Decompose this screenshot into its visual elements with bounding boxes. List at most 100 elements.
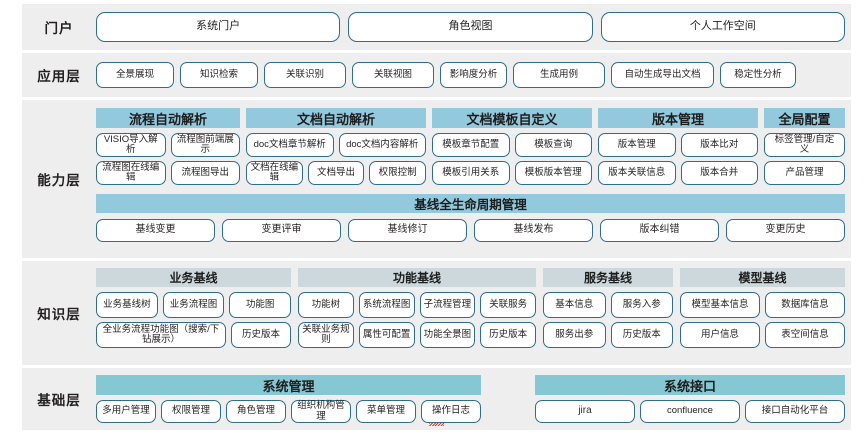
application-item-row: 全景展现 知识检索 关联识别 关联视图 影响度分析 生成用例 自动生成导出文档 …	[96, 62, 845, 88]
know-item-history-version-function[interactable]: 历史版本	[480, 322, 536, 348]
knowledge-group-row: 业务基线 业务基线树 业务流程图 功能图 全业务流程功能图（搜索/下 钻展示） …	[96, 261, 845, 348]
layer-label-portal: 门户	[44, 21, 74, 36]
base-item-multi-user-mgmt[interactable]: 多用户管理	[96, 400, 156, 423]
base-item-org-structure-mgmt[interactable]: 组织机构管理	[291, 400, 351, 423]
know-item-full-business-flow-function-chart[interactable]: 全业务流程功能图（搜索/下 钻展示）	[96, 322, 226, 348]
know-item-tablespace-info[interactable]: 表空间信息	[765, 322, 845, 348]
foundation-group-system-interface: 系统接口 jira confluence 接口自动化平台	[429, 375, 845, 426]
portal-item-role-view[interactable]: 角色视图	[348, 12, 593, 42]
group-header-process-parse: 流程自动解析	[96, 108, 240, 128]
layer-label-knowledge: 知识层	[37, 307, 81, 322]
capability-group-version-mgmt: 版本管理 版本管理 版本比对 版本关联信息 版本合并	[598, 108, 758, 185]
know-item-attribute-configurable[interactable]: 属性可配置	[358, 322, 415, 348]
app-item-relation-view[interactable]: 关联视图	[352, 62, 434, 88]
layer-band-portal: 门户 系统门户 角色视图 个人工作空间	[22, 4, 851, 50]
base-item-role-mgmt[interactable]: 角色管理	[226, 400, 286, 423]
layer-body-application: 全景展现 知识检索 关联识别 关联视图 影响度分析 生成用例 自动生成导出文档 …	[96, 62, 851, 88]
app-item-impact-analysis[interactable]: 影响度分析	[440, 62, 507, 88]
cap-item-product-management[interactable]: 产品管理	[764, 161, 845, 185]
base-item-permission-mgmt[interactable]: 权限管理	[161, 400, 221, 423]
portal-item-system-portal[interactable]: 系统门户	[96, 12, 341, 42]
cap-item-template-chapter-config[interactable]: 模板章节配置	[432, 133, 510, 157]
know-item-database-info[interactable]: 数据库信息	[765, 292, 845, 318]
cap-item-template-version-mgmt[interactable]: 模板版本管理	[514, 161, 592, 185]
layer-band-capability: 能力层 流程自动解析 VISIO导入解析 流程图前端展 示 流程图在线编辑	[22, 100, 851, 258]
lifecycle-item-change-history[interactable]: 变更历史	[726, 219, 845, 242]
lifecycle-item-version-correction[interactable]: 版本纠错	[600, 219, 719, 242]
capability-group-doc-parse: 文档自动解析 doc文档章节解析 doc文档内容解析 文档在线编辑 文档导出 权…	[246, 108, 427, 185]
lifecycle-item-baseline-change[interactable]: 基线变更	[96, 219, 215, 242]
base-item-confluence[interactable]: confluence	[640, 400, 740, 423]
cap-item-version-merge[interactable]: 版本合并	[680, 161, 758, 185]
group-header-service-baseline: 服务基线	[543, 268, 673, 287]
cap-item-permission-control[interactable]: 权限控制	[369, 161, 427, 185]
group-header-model-baseline: 模型基线	[680, 268, 845, 287]
know-item-function-tree[interactable]: 功能树	[298, 292, 354, 318]
know-item-history-version-service[interactable]: 历史版本	[610, 322, 673, 348]
app-item-stability-analysis[interactable]: 稳定性分析	[720, 62, 796, 88]
layer-band-application: 应用层 全景展现 知识检索 关联识别 关联视图 影响度分析 生成用例 自动生成导…	[22, 53, 851, 97]
lifecycle-item-baseline-release[interactable]: 基线发布	[474, 219, 593, 242]
layer-label-application: 应用层	[37, 69, 81, 84]
group-header-baseline-lifecycle: 基线全生命周期管理	[96, 194, 845, 213]
know-item-function-panorama[interactable]: 功能全景图	[419, 322, 476, 348]
cap-item-doc-export[interactable]: 文档导出	[307, 161, 365, 185]
cap-item-doc-content-parse[interactable]: doc文档内容解析	[338, 133, 426, 157]
group-header-function-baseline: 功能基线	[298, 268, 536, 287]
cap-item-flowchart-export[interactable]: 流程图导出	[170, 161, 240, 185]
layer-body-knowledge: 业务基线 业务基线树 业务流程图 功能图 全业务流程功能图（搜索/下 钻展示） …	[96, 261, 851, 365]
cap-item-template-query[interactable]: 模板查询	[514, 133, 592, 157]
know-item-model-basic-info[interactable]: 模型基本信息	[680, 292, 760, 318]
group-header-global-config: 全局配置	[764, 108, 845, 128]
know-item-related-service[interactable]: 关联服务	[480, 292, 536, 318]
capability-group-global-config: 全局配置 标签管理/自定 义 产品管理	[764, 108, 845, 185]
know-item-function-chart[interactable]: 功能图	[229, 292, 292, 318]
capability-group-doc-template: 文档模板自定义 模板章节配置 模板查询 模板引用关系 模板版本管理	[432, 108, 592, 185]
layer-body-capability: 流程自动解析 VISIO导入解析 流程图前端展 示 流程图在线编辑 流程图导出	[96, 100, 851, 258]
base-item-operation-log[interactable]: 操作日志	[421, 400, 481, 423]
layer-label-foundation: 基础层	[37, 393, 81, 408]
cap-item-version-management[interactable]: 版本管理	[598, 133, 676, 157]
knowledge-group-business-baseline: 业务基线 业务基线树 业务流程图 功能图 全业务流程功能图（搜索/下 钻展示） …	[96, 268, 292, 348]
capability-group-row: 流程自动解析 VISIO导入解析 流程图前端展 示 流程图在线编辑 流程图导出	[96, 108, 845, 185]
know-item-service-output-param[interactable]: 服务出参	[543, 322, 606, 348]
cap-item-template-reference-relation[interactable]: 模板引用关系	[432, 161, 510, 185]
knowledge-group-model-baseline: 模型基线 模型基本信息 数据库信息 用户信息 表空间信息	[680, 268, 845, 348]
foundation-spacer	[481, 375, 535, 423]
app-item-knowledge-search[interactable]: 知识检索	[180, 62, 258, 88]
app-item-panorama[interactable]: 全景展现	[96, 62, 174, 88]
layer-band-knowledge: 知识层 业务基线 业务基线树 业务流程图 功能图 全业务流程功能图（搜索/下 钻…	[22, 261, 851, 365]
layer-body-foundation: 系统管理 多用户管理 权限管理 角色管理 组织机构管理 菜单管理 操作日志 系统…	[96, 368, 851, 430]
layer-body-portal: 系统门户 角色视图 个人工作空间	[96, 12, 851, 42]
know-item-service-input-param[interactable]: 服务入参	[610, 292, 673, 318]
cap-item-doc-chapter-parse[interactable]: doc文档章节解析	[246, 133, 334, 157]
cap-item-doc-online-edit[interactable]: 文档在线编辑	[246, 161, 303, 185]
cap-item-visio-import-parse[interactable]: VISIO导入解析	[96, 133, 166, 157]
capability-group-process-parse: 流程自动解析 VISIO导入解析 流程图前端展 示 流程图在线编辑 流程图导出	[96, 108, 240, 185]
group-header-version-mgmt: 版本管理	[598, 108, 758, 128]
know-item-history-version-business[interactable]: 历史版本	[231, 322, 291, 348]
portal-item-personal-workspace[interactable]: 个人工作空间	[600, 12, 845, 42]
cap-item-tag-mgmt-custom[interactable]: 标签管理/自定 义	[764, 133, 845, 157]
know-item-service-basic-info[interactable]: 基本信息	[543, 292, 606, 318]
app-item-auto-export-doc[interactable]: 自动生成导出文档	[611, 62, 714, 88]
cap-item-version-relation-info[interactable]: 版本关联信息	[598, 161, 676, 185]
lifecycle-item-baseline-revision[interactable]: 基线修订	[348, 219, 467, 242]
foundation-group-system-mgmt: 系统管理 多用户管理 权限管理 角色管理 组织机构管理 菜单管理 操作日志	[96, 375, 481, 423]
base-item-jira[interactable]: jira	[429, 400, 635, 426]
know-item-subprocess-mgmt[interactable]: 子流程管理	[419, 292, 476, 318]
base-item-menu-mgmt[interactable]: 菜单管理	[356, 400, 416, 423]
cap-item-flowchart-online-edit[interactable]: 流程图在线编辑	[96, 161, 166, 185]
know-item-user-info[interactable]: 用户信息	[680, 322, 760, 348]
know-item-business-baseline-tree[interactable]: 业务基线树	[96, 292, 158, 318]
cap-item-flowchart-frontend-display[interactable]: 流程图前端展 示	[170, 133, 240, 157]
app-item-relation-recognition[interactable]: 关联识别	[264, 62, 346, 88]
know-item-system-flowchart[interactable]: 系统流程图	[358, 292, 415, 318]
lifecycle-item-change-review[interactable]: 变更评审	[222, 219, 341, 242]
know-item-business-flowchart[interactable]: 业务流程图	[162, 292, 225, 318]
cap-item-version-compare[interactable]: 版本比对	[680, 133, 758, 157]
base-item-interface-automation-platform[interactable]: 接口自动化平台	[745, 400, 845, 423]
app-item-generate-cases[interactable]: 生成用例	[513, 62, 605, 88]
know-item-related-business-rule[interactable]: 关联业务规则	[298, 322, 354, 348]
layer-label-capability: 能力层	[37, 173, 81, 188]
